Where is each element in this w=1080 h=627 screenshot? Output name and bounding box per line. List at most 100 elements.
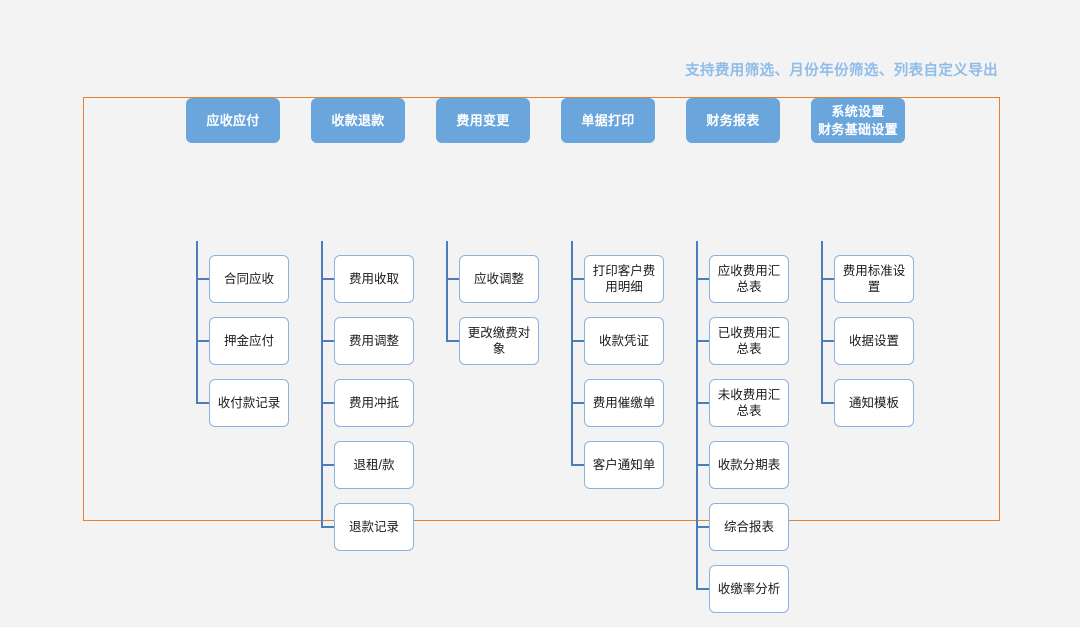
connector-stub — [696, 340, 709, 342]
header-node-receivable-payable[interactable]: 应收应付 — [186, 98, 280, 143]
child-row: 收付款记录 — [178, 379, 303, 441]
child-row: 收款分期表 — [678, 441, 803, 503]
child-row: 退款记录 — [303, 503, 428, 565]
children-collection-refund: 费用收取费用调整费用冲抵退租/款退款记录 — [303, 255, 428, 565]
child-node-collection-refund-1[interactable]: 费用调整 — [334, 317, 414, 365]
child-node-financial-report-2[interactable]: 未收费用汇总表 — [709, 379, 789, 427]
child-row: 打印客户费用明细 — [553, 255, 678, 317]
child-node-collection-refund-2[interactable]: 费用冲抵 — [334, 379, 414, 427]
header-node-label: 单据打印 — [581, 112, 635, 128]
child-node-financial-report-5[interactable]: 收缴率分析 — [709, 565, 789, 613]
connector-stub — [196, 340, 209, 342]
child-node-financial-report-0[interactable]: 应收费用汇总表 — [709, 255, 789, 303]
child-node-collection-refund-0[interactable]: 费用收取 — [334, 255, 414, 303]
header-node-fee-change[interactable]: 费用变更 — [436, 98, 530, 143]
column-receivable-payable: 应收应付合同应收押金应付收付款记录 — [178, 98, 303, 427]
connector-stub — [821, 402, 834, 404]
header-node-label: 应收应付 — [206, 112, 260, 128]
child-node-collection-refund-3[interactable]: 退租/款 — [334, 441, 414, 489]
child-node-receivable-payable-1[interactable]: 押金应付 — [209, 317, 289, 365]
child-node-collection-refund-4[interactable]: 退款记录 — [334, 503, 414, 551]
column-financial-report: 财务报表应收费用汇总表已收费用汇总表未收费用汇总表收款分期表综合报表收缴率分析 — [678, 98, 803, 613]
connector-stub — [696, 588, 709, 590]
child-row: 费用冲抵 — [303, 379, 428, 441]
connector-stub — [696, 402, 709, 404]
child-node-document-print-1[interactable]: 收款凭证 — [584, 317, 664, 365]
child-node-financial-report-3[interactable]: 收款分期表 — [709, 441, 789, 489]
child-node-system-settings-2[interactable]: 通知模板 — [834, 379, 914, 427]
children-receivable-payable: 合同应收押金应付收付款记录 — [178, 255, 303, 441]
child-row: 退租/款 — [303, 441, 428, 503]
child-row: 客户通知单 — [553, 441, 678, 503]
child-node-receivable-payable-2[interactable]: 收付款记录 — [209, 379, 289, 427]
child-node-system-settings-1[interactable]: 收据设置 — [834, 317, 914, 365]
child-row: 费用催缴单 — [553, 379, 678, 441]
connector-stub — [571, 340, 584, 342]
header-node-financial-report[interactable]: 财务报表 — [686, 98, 780, 143]
header-node-label: 收款退款 — [331, 112, 385, 128]
header-node-collection-refund[interactable]: 收款退款 — [311, 98, 405, 143]
children-system-settings: 费用标准设置收据设置通知模板 — [803, 255, 928, 441]
connector-stub — [571, 402, 584, 404]
connector-trunk-system-settings — [821, 241, 823, 402]
child-node-financial-report-4[interactable]: 综合报表 — [709, 503, 789, 551]
child-row: 未收费用汇总表 — [678, 379, 803, 441]
header-node-sublabel: 财务基础设置 — [818, 121, 898, 137]
children-financial-report: 应收费用汇总表已收费用汇总表未收费用汇总表收款分期表综合报表收缴率分析 — [678, 255, 803, 627]
child-row: 综合报表 — [678, 503, 803, 565]
child-row: 应收调整 — [428, 255, 553, 317]
connector-trunk-collection-refund — [321, 241, 323, 526]
child-row: 费用标准设置 — [803, 255, 928, 317]
child-row: 收缴率分析 — [678, 565, 803, 627]
child-row: 收款凭证 — [553, 317, 678, 379]
connector-stub — [446, 340, 459, 342]
child-node-financial-report-1[interactable]: 已收费用汇总表 — [709, 317, 789, 365]
connector-stub — [571, 464, 584, 466]
connector-stub — [196, 278, 209, 280]
header-node-label: 费用变更 — [456, 112, 510, 128]
diagram-caption: 支持费用筛选、月份年份筛选、列表自定义导出 — [685, 63, 998, 79]
child-row: 通知模板 — [803, 379, 928, 441]
connector-stub — [446, 278, 459, 280]
child-row: 合同应收 — [178, 255, 303, 317]
child-row: 已收费用汇总表 — [678, 317, 803, 379]
child-node-document-print-2[interactable]: 费用催缴单 — [584, 379, 664, 427]
connector-stub — [321, 464, 334, 466]
children-fee-change: 应收调整更改缴费对象 — [428, 255, 553, 379]
column-fee-change: 费用变更应收调整更改缴费对象 — [428, 98, 553, 365]
child-node-receivable-payable-0[interactable]: 合同应收 — [209, 255, 289, 303]
connector-stub — [571, 278, 584, 280]
child-row: 更改缴费对象 — [428, 317, 553, 379]
connector-stub — [321, 340, 334, 342]
child-node-document-print-0[interactable]: 打印客户费用明细 — [584, 255, 664, 303]
connector-stub — [321, 402, 334, 404]
connector-stub — [696, 526, 709, 528]
column-document-print: 单据打印打印客户费用明细收款凭证费用催缴单客户通知单 — [553, 98, 678, 489]
header-node-system-settings[interactable]: 系统设置财务基础设置 — [811, 98, 905, 143]
header-node-label: 系统设置 — [831, 103, 885, 119]
header-node-document-print[interactable]: 单据打印 — [561, 98, 655, 143]
column-collection-refund: 收款退款费用收取费用调整费用冲抵退租/款退款记录 — [303, 98, 428, 551]
child-row: 费用调整 — [303, 317, 428, 379]
child-node-fee-change-1[interactable]: 更改缴费对象 — [459, 317, 539, 365]
child-node-document-print-3[interactable]: 客户通知单 — [584, 441, 664, 489]
connector-trunk-financial-report — [696, 241, 698, 588]
diagram-frame — [83, 97, 1000, 521]
connector-stub — [321, 278, 334, 280]
connector-trunk-receivable-payable — [196, 241, 198, 402]
connector-stub — [696, 278, 709, 280]
connector-stub — [321, 526, 334, 528]
connector-trunk-fee-change — [446, 241, 448, 340]
connector-trunk-document-print — [571, 241, 573, 464]
children-document-print: 打印客户费用明细收款凭证费用催缴单客户通知单 — [553, 255, 678, 503]
connector-stub — [696, 464, 709, 466]
child-node-fee-change-0[interactable]: 应收调整 — [459, 255, 539, 303]
child-node-system-settings-0[interactable]: 费用标准设置 — [834, 255, 914, 303]
child-row: 费用收取 — [303, 255, 428, 317]
column-system-settings: 系统设置财务基础设置费用标准设置收据设置通知模板 — [803, 98, 928, 427]
header-node-label: 财务报表 — [706, 112, 760, 128]
child-row: 应收费用汇总表 — [678, 255, 803, 317]
child-row: 收据设置 — [803, 317, 928, 379]
connector-stub — [821, 278, 834, 280]
